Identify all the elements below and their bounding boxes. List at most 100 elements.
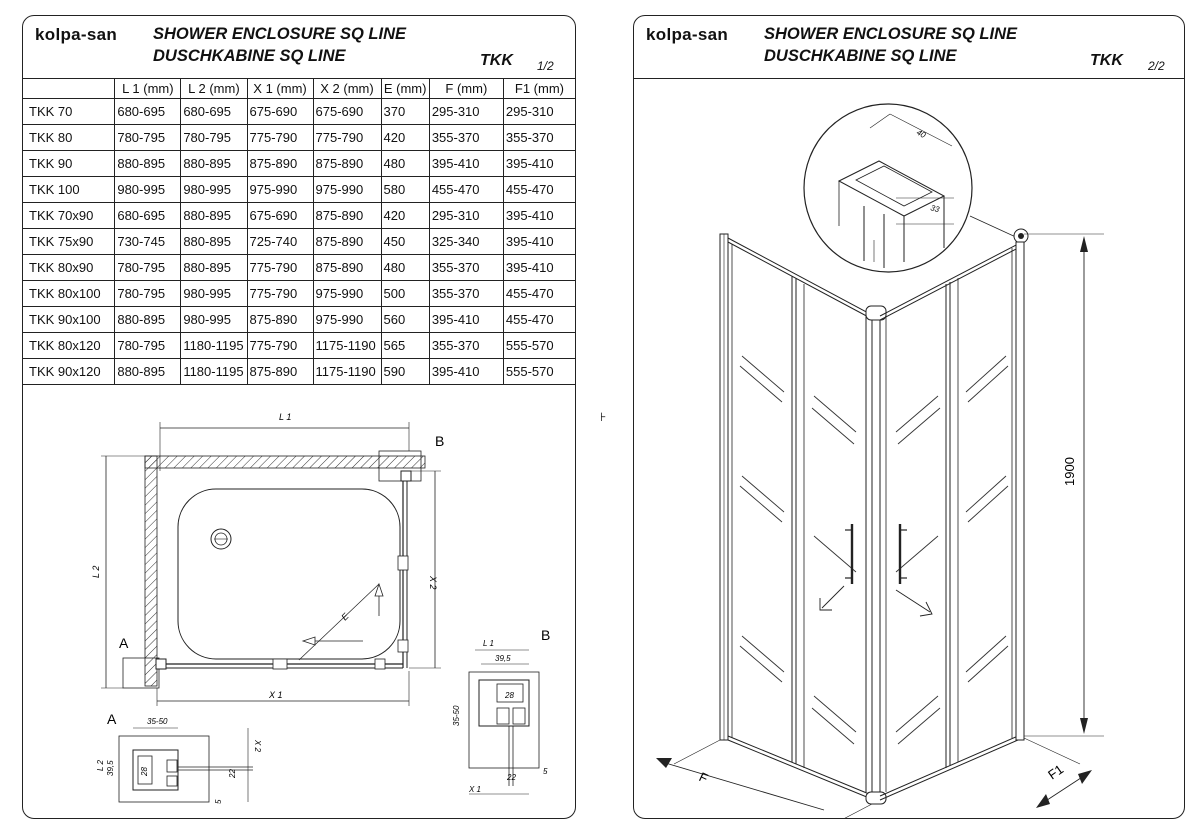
detail-b-label: B xyxy=(541,627,550,643)
table-cell: 780-795 xyxy=(114,280,182,307)
table-cell: 355-370 xyxy=(428,254,504,281)
table-cell: 875-890 xyxy=(312,254,382,281)
table-cell: 295-310 xyxy=(428,202,504,229)
table-cell: 775-790 xyxy=(246,280,314,307)
table-cell: 1175-1190 xyxy=(312,358,382,385)
table-cell: 730-745 xyxy=(114,228,182,255)
sheet2-title-en: SHOWER ENCLOSURE SQ LINE xyxy=(764,25,1018,43)
door-opening-arrow-icon xyxy=(819,585,933,617)
model-cell: TKK 90 xyxy=(23,150,116,177)
table-cell: 675-690 xyxy=(246,98,314,125)
table-cell: 875-890 xyxy=(246,306,314,333)
profile-detail-magnifier: 40 33 xyxy=(803,103,1029,273)
table-cell: 325-340 xyxy=(428,228,504,255)
detail-a-dim: 22 xyxy=(228,769,237,779)
table-cell: 580 xyxy=(380,176,430,203)
label-corner-b: B xyxy=(435,433,444,449)
sheet1-title-en: SHOWER ENCLOSURE SQ LINE xyxy=(153,25,407,43)
sheet1-title-de: DUSCHKABINE SQ LINE xyxy=(153,47,346,65)
detail-b-dim: 22 xyxy=(506,773,516,782)
label-x2: X 2 xyxy=(428,575,438,590)
table-cell: 395-410 xyxy=(428,306,504,333)
table-cell: 680-695 xyxy=(114,202,182,229)
brand-logo: kolpa-san xyxy=(646,25,729,44)
model-cell: TKK 80x90 xyxy=(23,254,116,281)
table-cell: 875-890 xyxy=(312,150,382,177)
dimension-f: F xyxy=(656,739,873,818)
profile-dim-b: 33 xyxy=(929,203,940,214)
model-cell: TKK 70x90 xyxy=(23,202,116,229)
detail-a: A 35-50 L 2 39,5 28 22 X 2 5 xyxy=(96,711,262,804)
table-cell: 370 xyxy=(380,98,430,125)
table-header-cell: F1 (mm) xyxy=(502,78,575,99)
table-cell: 355-370 xyxy=(428,280,504,307)
detail-a-dim: 35-50 xyxy=(147,717,168,726)
table-header-row: L 1 (mm) L 2 (mm) X 1 (mm) X 2 (mm) E (m… xyxy=(23,78,575,99)
label-height: 1900 xyxy=(1062,457,1077,486)
detail-b-l1: L 1 xyxy=(483,639,494,648)
detail-a-x2: X 2 xyxy=(253,739,262,753)
table-cell: 480 xyxy=(380,254,430,281)
label-f: F xyxy=(697,769,711,786)
detail-a-label: A xyxy=(107,711,117,727)
dimensions-table: L 1 (mm) L 2 (mm) X 1 (mm) X 2 (mm) E (m… xyxy=(23,78,575,385)
shower-enclosure-elevation xyxy=(719,233,1025,805)
table-cell: 500 xyxy=(380,280,430,307)
table-cell: 420 xyxy=(380,124,430,151)
table-cell: 355-370 xyxy=(502,124,575,151)
table-cell: 880-895 xyxy=(180,254,248,281)
sheet2-header: kolpa-san SHOWER ENCLOSURE SQ LINE DUSCH… xyxy=(634,16,1184,79)
dimension-x2: X 2 xyxy=(409,470,441,669)
drain-icon xyxy=(210,528,232,550)
table-cell: 420 xyxy=(380,202,430,229)
detail-b-dim: 28 xyxy=(504,691,514,700)
page-divider-mark: ⊦ xyxy=(600,410,607,424)
model-cell: TKK 90x120 xyxy=(23,358,116,385)
table-cell: 880-895 xyxy=(180,228,248,255)
corner-b-marker xyxy=(378,450,422,482)
right-door-handle-icon xyxy=(898,524,907,584)
label-l1: L 1 xyxy=(279,412,291,422)
table-cell: 975-990 xyxy=(312,176,382,203)
dimension-f1: F1 xyxy=(1023,737,1092,808)
table-cell: 680-695 xyxy=(114,98,182,125)
dimension-e: E xyxy=(298,582,384,661)
shower-tray xyxy=(177,488,401,660)
left-door-handle-icon xyxy=(845,524,854,584)
table-cell: 780-795 xyxy=(180,124,248,151)
detail-b-x1: X 1 xyxy=(468,785,481,794)
detail-a-dim: 5 xyxy=(214,799,223,804)
table-cell: 1180-1195 xyxy=(180,332,248,359)
table-cell: 395-410 xyxy=(502,202,575,229)
label-l2: L 2 xyxy=(91,566,101,578)
table-header-cell: L 1 (mm) xyxy=(114,78,182,99)
brand-logo: kolpa-san xyxy=(35,25,118,44)
wall-left xyxy=(144,455,158,687)
table-cell: 780-795 xyxy=(114,254,182,281)
table-cell: 355-370 xyxy=(428,124,504,151)
floor-plan-drawing: L 1 A B xyxy=(91,412,550,804)
table-cell: 1180-1195 xyxy=(180,358,248,385)
sheet1-code: TKK xyxy=(480,52,513,69)
dimension-height: 1900 xyxy=(1024,233,1104,737)
detail-a-dim: 28 xyxy=(140,767,149,777)
table-cell: 880-895 xyxy=(180,202,248,229)
dimension-x1: X 1 xyxy=(156,671,410,706)
table-cell: 395-410 xyxy=(502,150,575,177)
sheet-page-2: kolpa-san SHOWER ENCLOSURE SQ LINE DUSCH… xyxy=(633,15,1185,819)
dimension-l2: L 2 xyxy=(91,455,145,689)
sheet2-title-de: DUSCHKABINE SQ LINE xyxy=(764,47,957,65)
table-cell: 875-890 xyxy=(246,150,314,177)
detail-b: B L 1 39,5 28 35-50 22 5 X 1 xyxy=(452,627,550,795)
table-cell: 980-995 xyxy=(180,280,248,307)
table-cell: 480 xyxy=(380,150,430,177)
model-cell: TKK 70 xyxy=(23,98,116,125)
label-x1: X 1 xyxy=(268,690,283,700)
detail-b-dim: 35-50 xyxy=(452,705,461,726)
table-cell: 880-895 xyxy=(180,150,248,177)
